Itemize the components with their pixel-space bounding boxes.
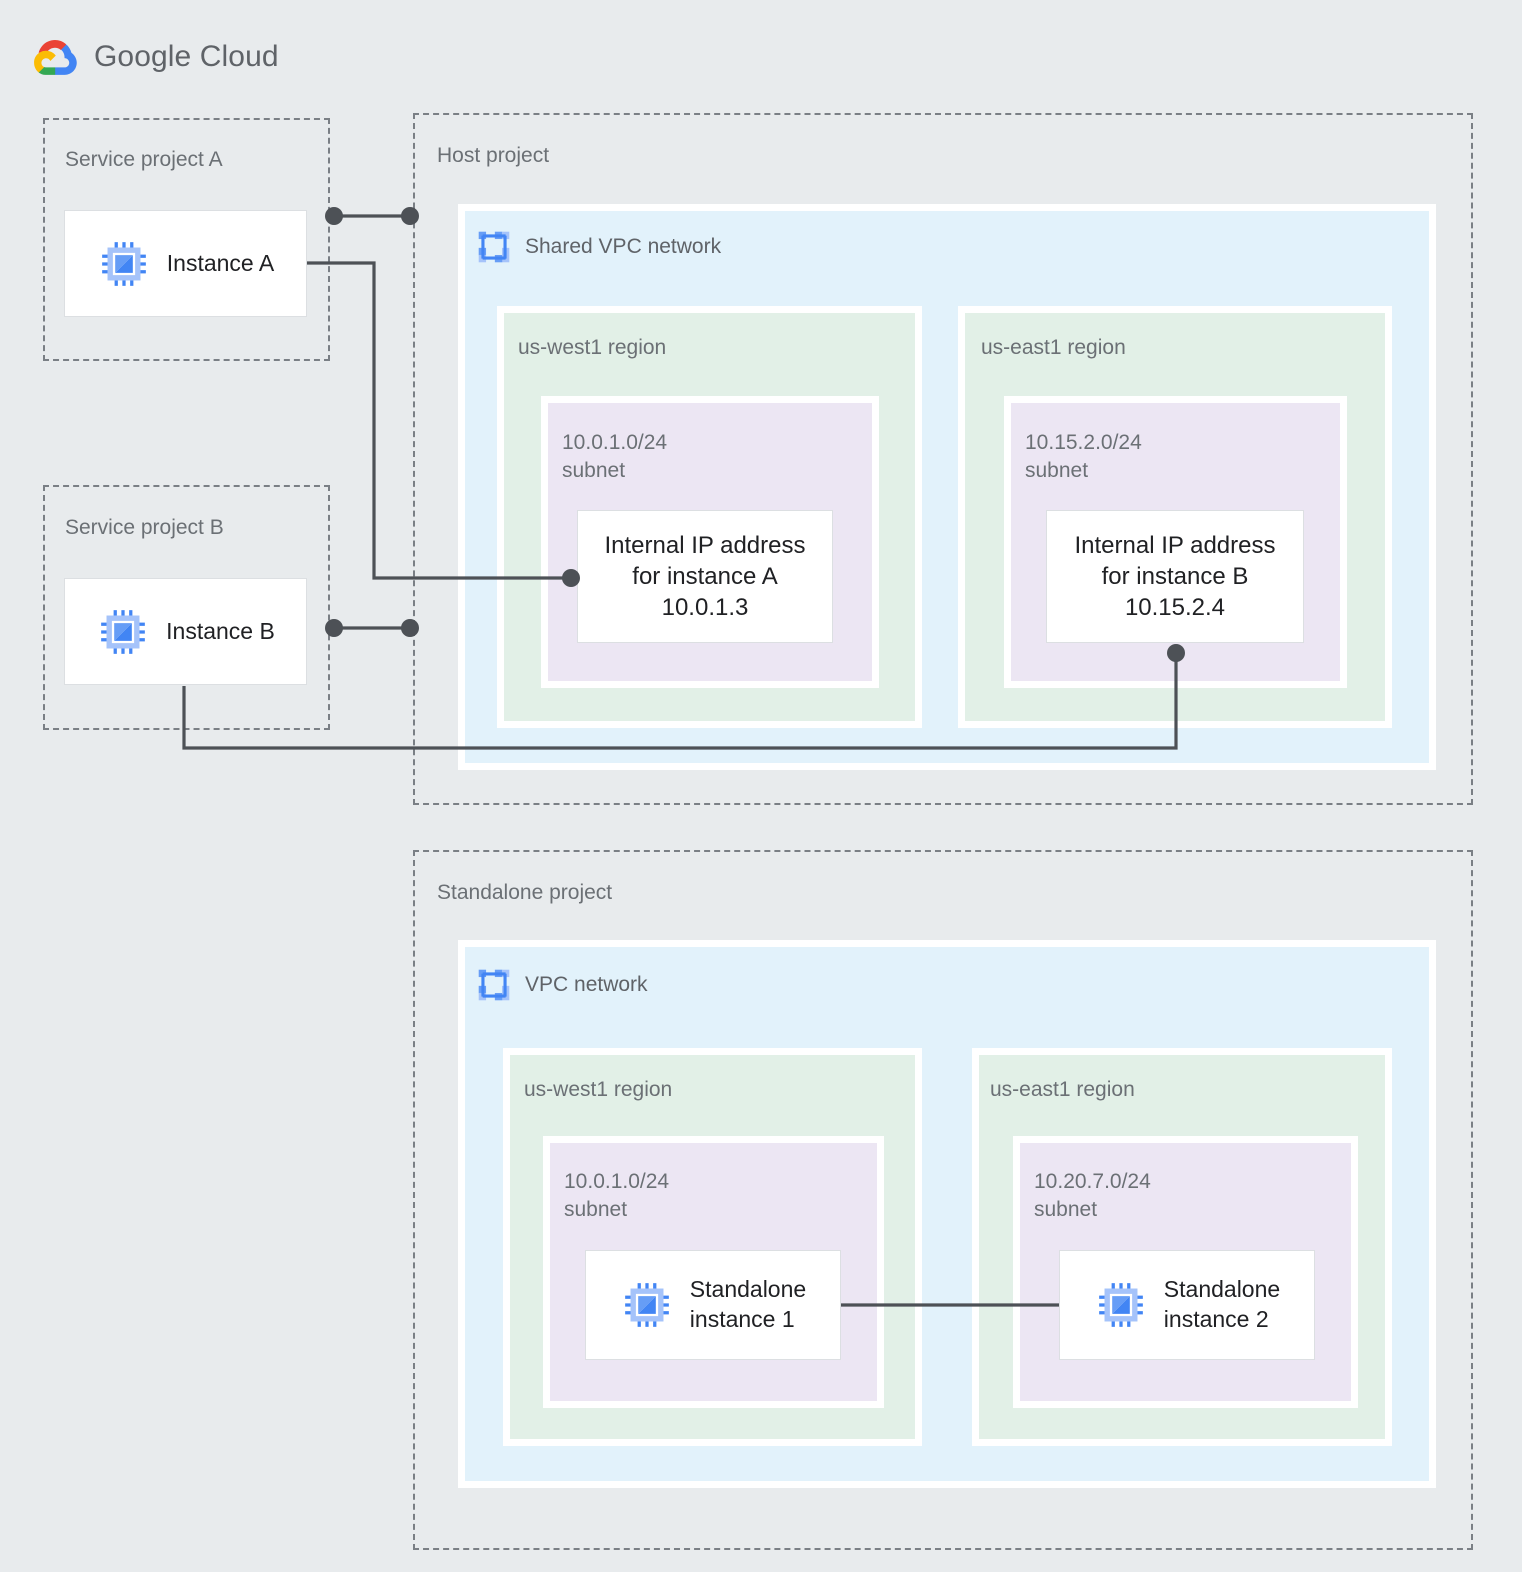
standalone-instance-1-label: Standalone instance 1 <box>689 1276 807 1332</box>
project-standalone[interactable] <box>413 850 1473 1550</box>
google-cloud-brand: Google Cloud <box>34 36 279 78</box>
region-standalone-us-west1-label: us-west1 region <box>524 1078 673 1101</box>
compute-instance-icon <box>624 1283 669 1327</box>
region-host-us-east1-label: us-east1 region <box>981 336 1126 359</box>
subnet-host-west-label: 10.0.1.0/24 subnet <box>562 431 668 482</box>
node-standalone-instance-1[interactable]: Standalone instance 1 <box>585 1250 841 1360</box>
standalone-instance-2-label: Standalone instance 2 <box>1163 1276 1281 1332</box>
shared-vpc-network-label: Shared VPC network <box>525 235 722 258</box>
ip-instance-a-label: Internal IP address for instance A 10.0.… <box>604 531 806 622</box>
node-ip-instance-b[interactable]: Internal IP address for instance B 10.15… <box>1046 510 1304 643</box>
vpc-network-icon <box>478 231 510 263</box>
instance-b-label: Instance B <box>166 617 275 644</box>
region-host-us-west1-label: us-west1 region <box>518 336 667 359</box>
brand-wordmark: Google Cloud <box>94 42 279 72</box>
project-service-a-label: Service project A <box>65 148 223 171</box>
node-ip-instance-a[interactable]: Internal IP address for instance A 10.0.… <box>577 510 833 643</box>
subnet-standalone-west-label: 10.0.1.0/24 subnet <box>564 1170 670 1221</box>
brand-cloud: Cloud <box>191 40 279 73</box>
brand-google: Google <box>94 40 192 73</box>
shared-vpc-network-header: Shared VPC network <box>477 230 721 264</box>
node-standalone-instance-2[interactable]: Standalone instance 2 <box>1059 1250 1315 1360</box>
project-service-a[interactable] <box>43 118 330 361</box>
subnet-standalone-east-label: 10.20.7.0/24 subnet <box>1034 1170 1151 1221</box>
compute-instance-icon <box>101 609 146 654</box>
instance-a-label: Instance A <box>166 249 275 276</box>
vpc-network-label: VPC network <box>525 973 648 996</box>
region-standalone-us-east1-label: us-east1 region <box>990 1078 1135 1101</box>
project-host-label: Host project <box>437 144 550 167</box>
subnet-host-east-label: 10.15.2.0/24 subnet <box>1025 431 1142 482</box>
project-service-b-label: Service project B <box>65 516 224 539</box>
google-cloud-logo-icon <box>34 40 77 75</box>
project-standalone-label: Standalone project <box>437 881 613 904</box>
node-instance-a[interactable]: Instance A <box>64 210 307 317</box>
compute-instance-icon <box>101 241 146 286</box>
vpc-network-icon <box>478 969 510 1001</box>
node-instance-b[interactable]: Instance B <box>64 578 307 685</box>
vpc-network-header: VPC network <box>477 968 648 1002</box>
compute-instance-icon <box>1098 1283 1143 1327</box>
ip-instance-b-label: Internal IP address for instance B 10.15… <box>1074 531 1276 622</box>
